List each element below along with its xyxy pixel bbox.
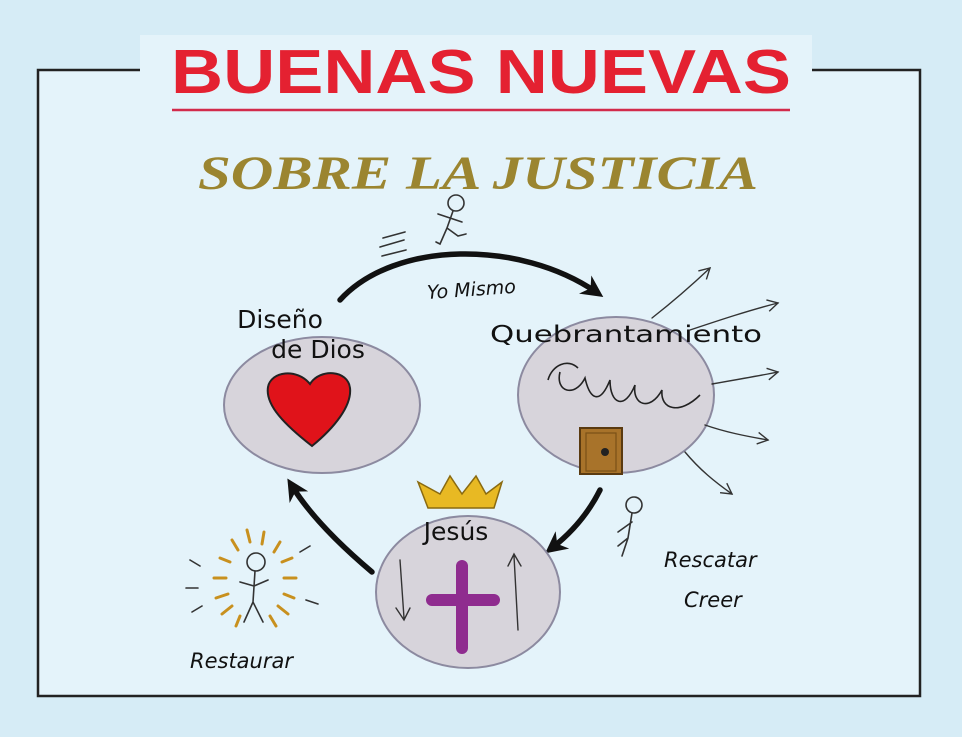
door-icon bbox=[579, 427, 623, 475]
title-backdrop bbox=[140, 35, 812, 105]
heart-icon bbox=[266, 372, 352, 448]
label-restore: Restaurar bbox=[190, 649, 294, 673]
arrow-brokenness-to-jesus bbox=[545, 487, 603, 554]
scatter-arrows bbox=[651, 267, 780, 495]
page-title: BUENAS NUEVAS bbox=[171, 38, 791, 107]
cross-icon bbox=[426, 560, 500, 654]
down-up-arrows bbox=[395, 552, 522, 631]
node-jesus-label: Jesús bbox=[422, 517, 489, 546]
running-figure-icon bbox=[379, 194, 467, 257]
page-subtitle: SOBRE LA JUSTICIA bbox=[198, 147, 758, 200]
node-design-label-line1: Diseño bbox=[237, 305, 323, 334]
radiant-figure-icon bbox=[185, 528, 319, 628]
label-rescue: Rescatar bbox=[664, 548, 758, 572]
arrow-jesus-to-design bbox=[287, 478, 375, 575]
node-design-label-line2: de Dios bbox=[271, 335, 365, 364]
arrow-design-to-brokenness bbox=[337, 251, 604, 303]
label-believe: Creer bbox=[684, 588, 743, 612]
crown-icon bbox=[416, 474, 504, 509]
scribble-icon bbox=[547, 362, 701, 409]
reaching-figure-icon bbox=[617, 496, 643, 557]
node-brokenness-label: Quebrantamiento bbox=[490, 322, 762, 348]
